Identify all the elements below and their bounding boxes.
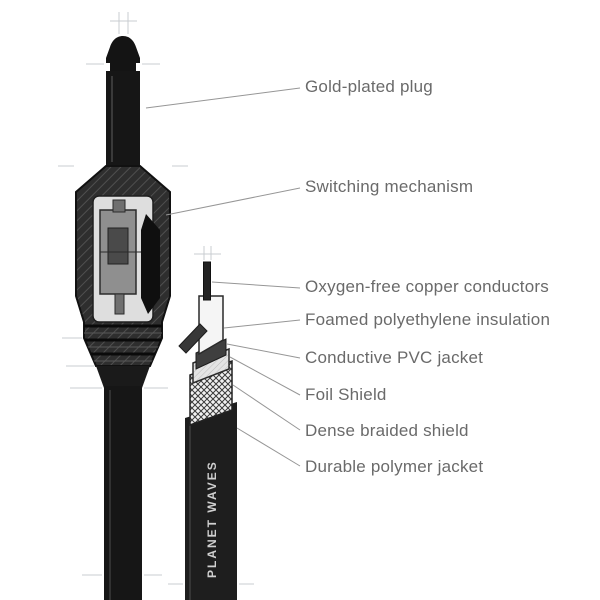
contact-blade <box>141 214 160 314</box>
construction-lines <box>58 12 254 585</box>
leader-insulation <box>223 319 301 329</box>
cutaway-conductor <box>203 261 211 301</box>
switching-mechanism-detail <box>92 195 160 323</box>
cutaway-polymer-jacket: PLANET WAVES <box>185 402 237 600</box>
label-gold-plated-plug: Gold-plated plug <box>305 77 433 96</box>
mechanism-core <box>107 227 129 265</box>
mechanism-pin-bottom <box>114 293 125 315</box>
plug-cable <box>104 386 142 600</box>
plug-strain-relief <box>96 366 150 388</box>
label-oxygen-free-copper-conductors: Oxygen-free copper conductors <box>305 277 549 296</box>
label-durable-polymer-jacket: Durable polymer jacket <box>305 457 484 476</box>
plug-tip-groove <box>110 63 136 71</box>
label-foamed-polyethylene-insulation: Foamed polyethylene insulation <box>305 310 551 329</box>
brand-text: PLANET WAVES <box>205 460 219 578</box>
barrel-knurling <box>78 324 168 362</box>
leader-gold-plated-plug <box>145 87 301 109</box>
plug-shaft <box>106 71 140 166</box>
leader-polymer-jacket <box>236 427 301 467</box>
leader-foil-shield <box>229 356 301 396</box>
label-dense-braided-shield: Dense braided shield <box>305 421 469 440</box>
label-conductive-pvc-jacket: Conductive PVC jacket <box>305 348 484 367</box>
leader-copper-conductors <box>211 281 301 289</box>
leader-switching-mechanism <box>165 187 301 216</box>
leader-lines <box>145 87 301 467</box>
plug-tip <box>106 36 140 71</box>
label-foil-shield: Foil Shield <box>305 385 387 404</box>
peeled-conductor <box>178 323 208 354</box>
label-switching-mechanism: Switching mechanism <box>305 177 474 196</box>
mechanism-pin-top <box>112 199 126 213</box>
leader-pvc-jacket <box>226 343 301 359</box>
leader-braided-shield <box>232 384 301 431</box>
